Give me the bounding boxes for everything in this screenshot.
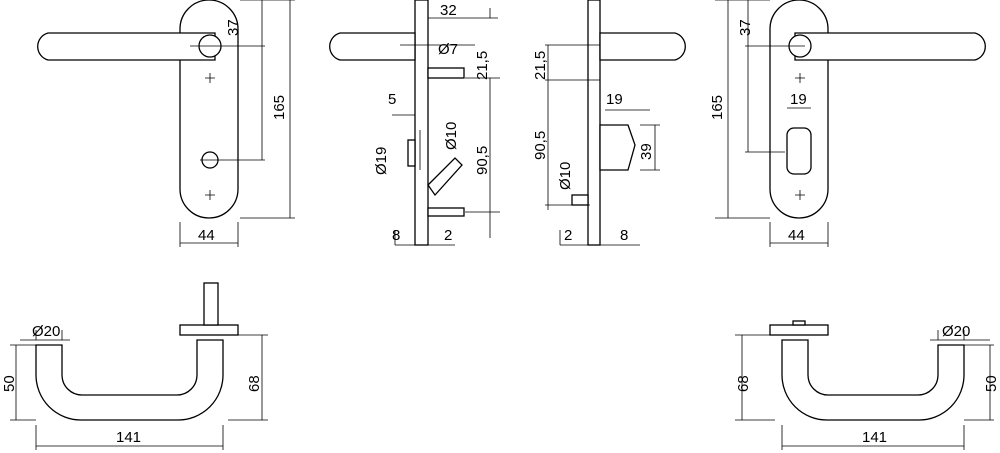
dim-8: 8 <box>620 227 628 244</box>
dim-44: 44 <box>788 227 805 244</box>
plate-side <box>414 0 429 246</box>
dia-10: Ø10 <box>557 162 574 190</box>
cylinder-side <box>407 139 416 167</box>
dim-90-5: 90,5 <box>532 131 549 160</box>
dia-20: Ø20 <box>942 323 970 340</box>
lever-side <box>329 32 416 61</box>
dim-165: 165 <box>709 95 726 120</box>
top-view-right: Ø20 68 50 141 <box>735 320 1000 450</box>
dim-37: 37 <box>737 19 754 36</box>
dim-19: 19 <box>606 91 623 108</box>
dia-7: Ø7 <box>438 41 458 58</box>
top-view-left: Ø20 50 141 68 <box>1 282 268 450</box>
lever-handle <box>794 32 986 61</box>
dim-50: 50 <box>983 375 1000 392</box>
dim-44: 44 <box>198 227 215 244</box>
dim-50: 50 <box>1 375 18 392</box>
rose-top <box>179 324 239 336</box>
dim-37: 37 <box>225 19 242 36</box>
rose-top <box>769 324 829 336</box>
thumbturn <box>786 127 812 175</box>
dim-19: 19 <box>790 91 807 108</box>
dim-5: 5 <box>388 91 396 108</box>
dia-10: Ø10 <box>443 122 460 150</box>
dim-141: 141 <box>862 429 887 446</box>
u-lever <box>781 339 965 421</box>
spindle <box>427 67 465 79</box>
plate-side <box>587 0 601 246</box>
dim-21-5: 21,5 <box>474 51 491 80</box>
dia-19: Ø19 <box>373 147 390 175</box>
dim-141: 141 <box>116 429 141 446</box>
dim-39: 39 <box>638 143 655 160</box>
thumbturn-side <box>599 124 636 171</box>
dim-90-5: 90,5 <box>474 146 491 175</box>
lever-side <box>599 32 686 61</box>
lever-handle <box>37 32 216 61</box>
dim-8: 8 <box>392 227 400 244</box>
dim-68: 68 <box>735 375 752 392</box>
side-view-right: 21,5 19 90,5 39 Ø10 2 8 <box>532 0 686 246</box>
front-view-left: 37 165 44 <box>37 0 295 247</box>
dia-20: Ø20 <box>32 323 60 340</box>
spindle-top <box>203 282 219 326</box>
dim-2: 2 <box>564 227 572 244</box>
u-lever <box>35 339 224 421</box>
dim-68: 68 <box>246 375 263 392</box>
dim-2: 2 <box>444 227 452 244</box>
dim-165: 165 <box>271 95 288 120</box>
side-view-left: 32 Ø7 21,5 5 Ø19 Ø10 90,5 8 2 <box>329 0 500 246</box>
front-view-right: 37 19 165 44 <box>709 0 986 247</box>
dim-32: 32 <box>440 2 457 19</box>
dim-21-5: 21,5 <box>532 51 549 80</box>
